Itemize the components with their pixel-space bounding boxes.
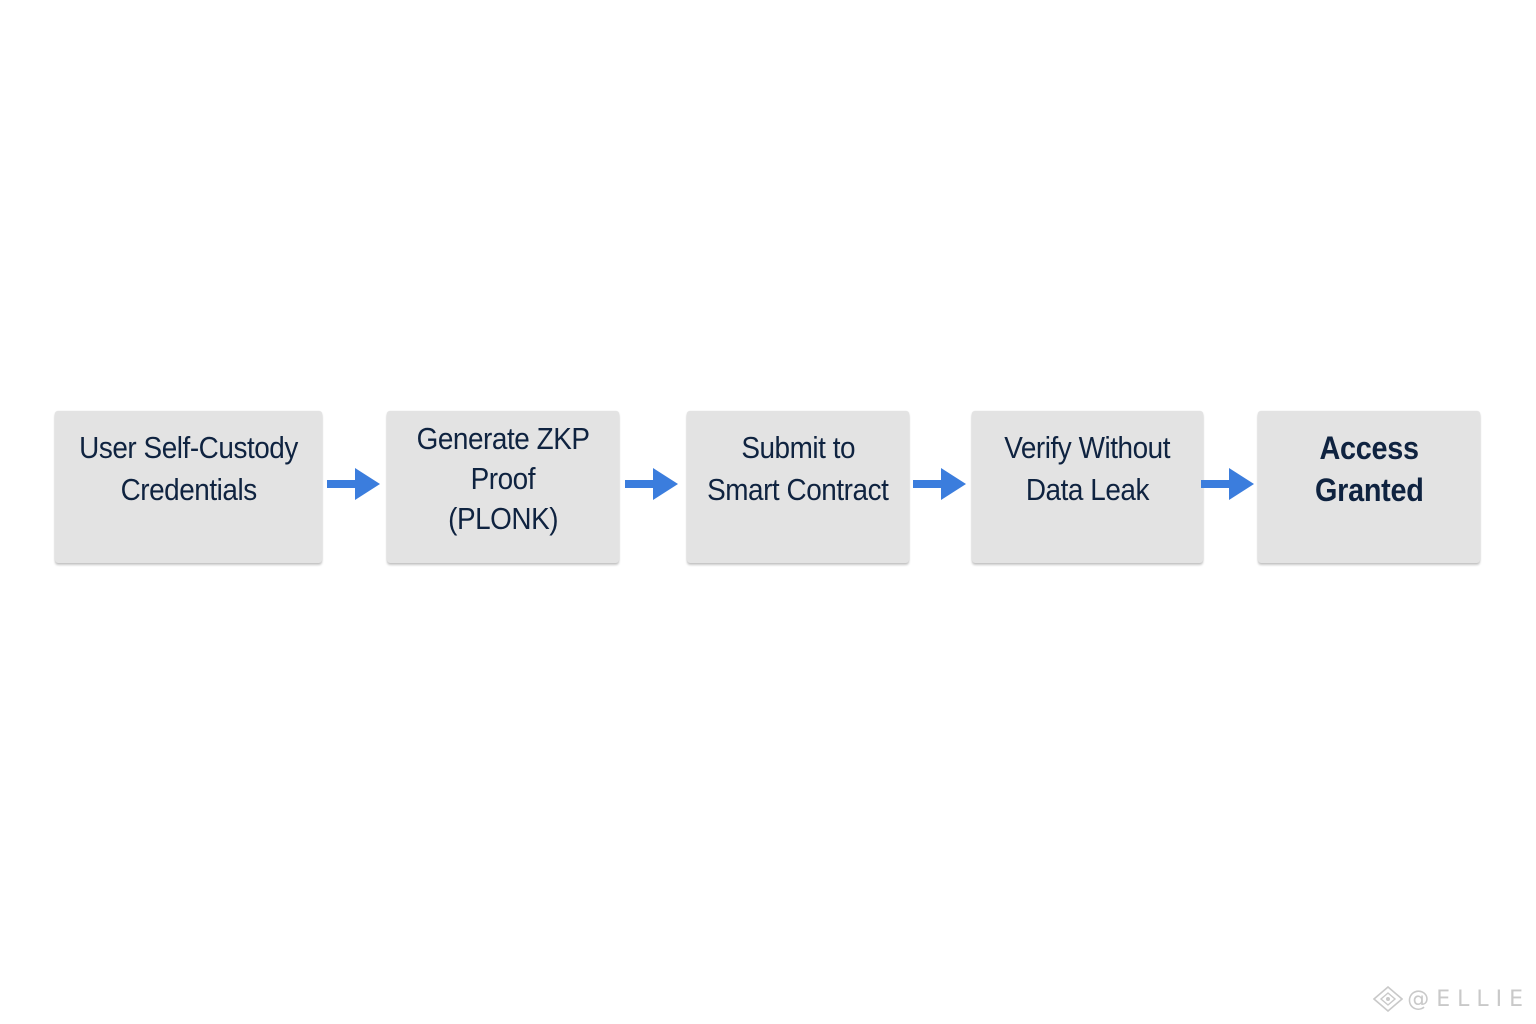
step-label-line: Generate ZKP: [416, 421, 590, 456]
step-label-line: Proof: [470, 461, 536, 496]
step-label-line: Access: [1319, 430, 1419, 466]
flow-step-self-custody: User Self-Custody Credentials: [55, 411, 322, 563]
step-label-line: Verify Without: [1004, 430, 1171, 465]
step-label-line: Credentials: [120, 472, 257, 507]
step-label-line: (PLONK): [447, 501, 559, 536]
flow-arrow-icon: [327, 468, 380, 500]
step-label-line: Submit to: [741, 430, 855, 465]
flow-arrow-icon: [1201, 468, 1254, 500]
step-label-line: Smart Contract: [707, 472, 889, 507]
flow-step-verify: Verify Without Data Leak: [972, 411, 1203, 563]
watermark: @ELLIE: [1373, 986, 1530, 1012]
flow-step-submit-contract: Submit to Smart Contract: [687, 411, 909, 563]
step-label-line: Data Leak: [1025, 472, 1150, 507]
flow-step-access-granted: Access Granted: [1258, 411, 1480, 563]
step-label-line: Granted: [1314, 472, 1424, 508]
flow-arrow-icon: [913, 468, 966, 500]
watermark-text: @ELLIE: [1407, 986, 1530, 1012]
step-label-line: User Self-Custody: [79, 430, 298, 465]
flow-step-generate-proof: Generate ZKP Proof (PLONK): [387, 411, 619, 563]
diamond-logo-icon: [1373, 986, 1404, 1012]
flow-arrow-icon: [625, 468, 678, 500]
